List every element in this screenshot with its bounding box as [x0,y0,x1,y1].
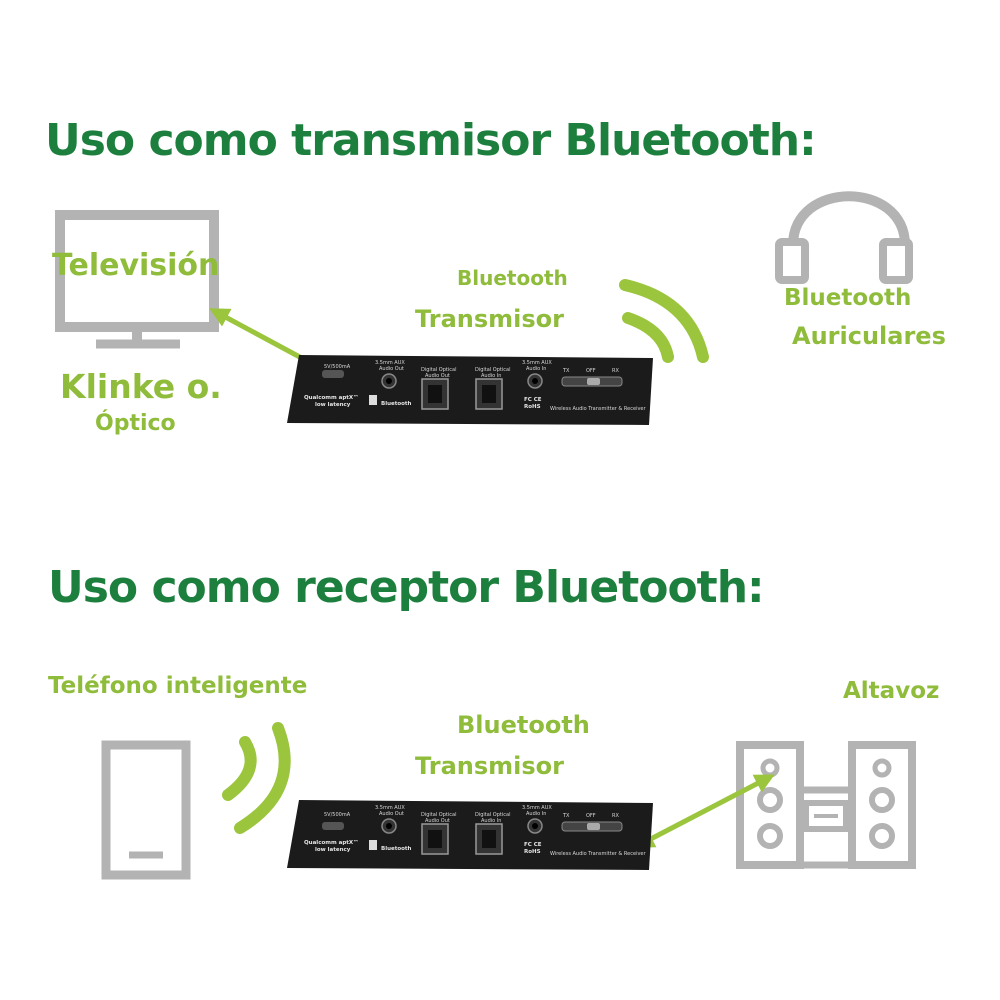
headphones-icon [775,191,913,284]
off-switch-label: OFF [586,813,596,819]
source-label-jack: Klinke o. [60,367,222,406]
signal-waves-icon [619,279,709,363]
transmitter-device: 5V/500mA 3.5mm AUX Audio Out Digital Opt… [287,355,653,425]
opt-out-label-2: Audio Out [425,373,450,379]
cert-label-2: RoHS [524,404,541,410]
tv-label: Televisión [52,248,220,283]
opt-in-label-2: Audio In [481,818,502,824]
rx-device-label-bluetooth: Bluetooth [457,711,590,739]
tx-device-label-transmitter: Transmisor [415,305,564,333]
double-arrow-icon [634,774,775,848]
rx-switch-label: RX [612,813,619,819]
transmitter-heading: Uso como transmisor Bluetooth: [45,115,817,166]
cert-label-2: RoHS [524,849,541,855]
tx-switch-label: TX [563,813,570,819]
speaker-system-icon [736,741,916,869]
aux-in-label-1: 3.5mm AUX [522,360,552,366]
receiver-device: 5V/500mA 3.5mm AUX Audio Out Digital Opt… [287,800,653,870]
tx-device-label-bluetooth: Bluetooth [457,266,568,290]
tv-icon [55,210,219,349]
latency-label: low latency [315,847,351,853]
opt-in-label-1: Digital Optical [475,367,511,373]
source-label-optical: Óptico [95,411,176,436]
smartphone-icon [101,740,191,880]
device-footer-label: Wireless Audio Transmitter & Receiver [550,406,646,412]
opt-out-label-1: Digital Optical [421,812,457,818]
opt-out-label-1: Digital Optical [421,367,457,373]
aux-in-label-2: Audio In [526,811,547,817]
headphones-label-auriculares: Auriculares [792,322,946,350]
speaker-label: Altavoz [843,678,940,704]
headphones-label-bluetooth: Bluetooth [784,285,912,311]
brand-label: Qualcomm aptX™ [304,840,359,846]
tx-switch-label: TX [563,368,570,374]
aux-out-label-1: 3.5mm AUX [375,360,405,366]
power-port-label: 5V/500mA [324,812,351,818]
brand-label: Qualcomm aptX™ [304,395,359,401]
opt-in-label-2: Audio In [481,373,502,379]
aux-in-label-2: Audio In [526,366,547,372]
receiver-heading: Uso como receptor Bluetooth: [48,562,765,613]
aux-out-label-2: Audio Out [379,366,404,372]
aux-in-label-1: 3.5mm AUX [522,805,552,811]
opt-in-label-1: Digital Optical [475,812,511,818]
device-body [287,355,653,425]
off-switch-label: OFF [586,368,596,374]
bluetooth-logo-label: Bluetooth [381,846,412,852]
opt-out-label-2: Audio Out [425,818,450,824]
rx-device-label-transmitter: Transmisor [415,752,564,780]
device-footer-label: Wireless Audio Transmitter & Receiver [550,851,646,857]
latency-label: low latency [315,402,351,408]
rx-switch-label: RX [612,368,619,374]
cert-label-1: FC CE [524,842,542,848]
power-port-label: 5V/500mA [324,364,351,370]
aux-out-label-1: 3.5mm AUX [375,805,405,811]
device-body [287,800,653,870]
cert-label-1: FC CE [524,397,542,403]
signal-waves-icon [222,722,291,834]
aux-out-label-2: Audio Out [379,811,404,817]
phone-label: Teléfono inteligente [48,673,308,699]
bluetooth-logo-label: Bluetooth [381,401,412,407]
